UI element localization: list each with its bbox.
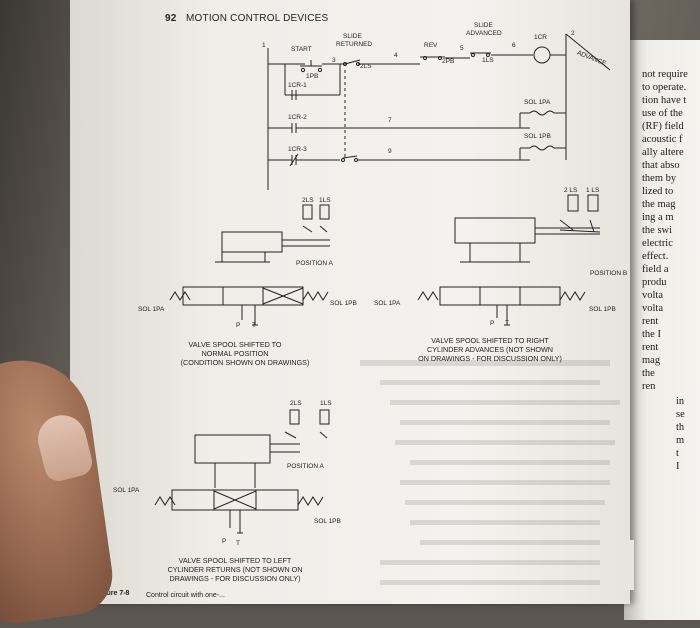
cr1-coil-label: 1CR [534,34,548,41]
sol-1pa-label: SOL 1PA [524,99,551,106]
rung-number: 7 [388,117,392,124]
ls1-label: 1LS [482,57,494,64]
sol-1pb-label: SOL 1PB [524,133,551,140]
facing-page-line: se [676,409,685,420]
diagram-c-caption-line: DRAWINGS - FOR DISCUSSION ONLY) [169,574,301,583]
diagram-b-1ls: 1 LS [586,187,600,194]
diagram-a-sol-right: SOL 1PB [330,300,357,307]
facing-page-line: effect. [642,251,669,262]
facing-page-line: acoustic f [642,134,683,145]
facing-page-line: (RF) field [642,121,684,132]
facing-page-line: not require [642,69,688,80]
diagram-a-1ls: 1LS [319,197,331,204]
page-number: 92 [165,13,177,24]
ls2-label: 2LS [360,63,372,70]
diagram-b-2ls: 2 LS [564,187,578,194]
facing-page-line: produ [642,277,667,288]
diagram-a-2ls: 2LS [302,197,314,204]
facing-page-line: the swi [642,225,673,236]
facing-page-text-lower: in se th m t I [676,395,700,473]
diagram-a-p: P [236,322,241,329]
rung-number: 1 [262,42,266,49]
book-page [70,0,630,604]
rung-number: 9 [388,148,392,155]
facing-page-line: rent [642,316,659,327]
slide-advanced-label: SLIDE [474,22,493,29]
diagram-b-caption-line: VALVE SPOOL SHIFTED TO RIGHT [431,336,549,345]
facing-page-line: the mag [642,199,676,210]
diagram-a-sol-left: SOL 1PA [138,306,165,313]
facing-page-line: the I [642,329,661,340]
page-header-title: MOTION CONTROL DEVICES [186,13,329,24]
diagram-a-position: POSITION A [296,260,333,267]
diagram-b-t: T [505,320,509,327]
diagram-c-caption-line: CYLINDER RETURNS (NOT SHOWN ON [167,565,303,574]
facing-page-line: ren [642,381,656,392]
diagram-c-t: T [236,540,240,547]
facing-page-line: that abso [642,160,680,171]
diagram-c-sol-left: SOL 1PA [113,487,140,494]
contact-1cr1-label: 1CR-1 [288,82,307,89]
diagram-b-sol-left: SOL 1PA [374,300,401,307]
facing-page-line: tion have t [642,95,687,106]
facing-page-line: mag [642,355,661,366]
diagram-c-sol-right: SOL 1PB [314,518,341,525]
diagram-c-position: POSITION A [287,463,324,470]
facing-page-line: to operate. [642,82,687,93]
pb1-label: 1PB [306,73,319,80]
facing-page-text: not require to operate. tion have t use … [642,68,700,393]
facing-page-line: volta [642,303,663,314]
publisher-strip [628,540,634,590]
figure-caption-text: Control circuit with one-... [146,592,225,599]
diagram-c-caption-line: VALVE SPOOL SHIFTED TO LEFT [178,556,292,565]
facing-page-line: lized to [642,186,674,197]
facing-page-line: rent [642,342,659,353]
slide-advanced-label: ADVANCED [466,30,502,37]
rung-number: 2 [571,30,575,37]
diagram-a-caption-line: (CONDITION SHOWN ON DRAWINGS) [180,358,310,367]
contact-1cr2-label: 1CR-2 [288,114,307,121]
slide-returned-label: RETURNED [336,41,373,48]
diagram-a-t: T [252,322,256,329]
facing-page-line: ally altere [642,147,684,158]
diagram-b-caption-line: ON DRAWINGS - FOR DISCUSSION ONLY) [418,354,562,363]
diagram-b-caption-line: CYLINDER ADVANCES (NOT SHOWN [427,345,553,354]
diagram-a-caption-line: VALVE SPOOL SHIFTED TO [188,340,282,349]
diagram-c-1ls: 1LS [320,400,332,407]
diagram-b-position: POSITION B [590,270,628,277]
facing-page-line: I [676,461,680,472]
facing-page [624,40,700,620]
facing-page-line: them by [642,173,677,184]
diagram-a-caption-line: NORMAL POSITION [201,349,269,358]
rev-label: REV [424,42,438,49]
facing-page-line: in [676,396,685,407]
rung-number: 5 [460,45,464,52]
facing-page-line: th [676,422,685,433]
rung-number: 3 [332,57,336,64]
diagram-c-p: P [222,538,227,545]
rung-number: 4 [394,52,398,59]
figure-label: Figure 7-8 [96,590,130,597]
facing-page-line: electric [642,238,673,249]
pb2-label: 2PB [442,58,455,65]
facing-page-line: use of the [642,108,683,119]
facing-page-line: the [642,368,655,379]
facing-page-line: volta [642,290,663,301]
diagram-c-2ls: 2LS [290,400,302,407]
slide-returned-label: SLIDE [343,33,362,40]
facing-page-line: t [676,448,679,459]
facing-page-line: field a [642,264,669,275]
start-label: START [291,46,312,53]
rung-number: 6 [512,42,516,49]
facing-page-line: m [676,435,685,446]
facing-page-line: ing a m [642,212,674,223]
contact-1cr3-label: 1CR-3 [288,146,307,153]
circuit-drawing [154,33,620,585]
diagram-b-p: P [490,320,495,327]
diagram-b-sol-right: SOL 1PB [589,306,616,313]
